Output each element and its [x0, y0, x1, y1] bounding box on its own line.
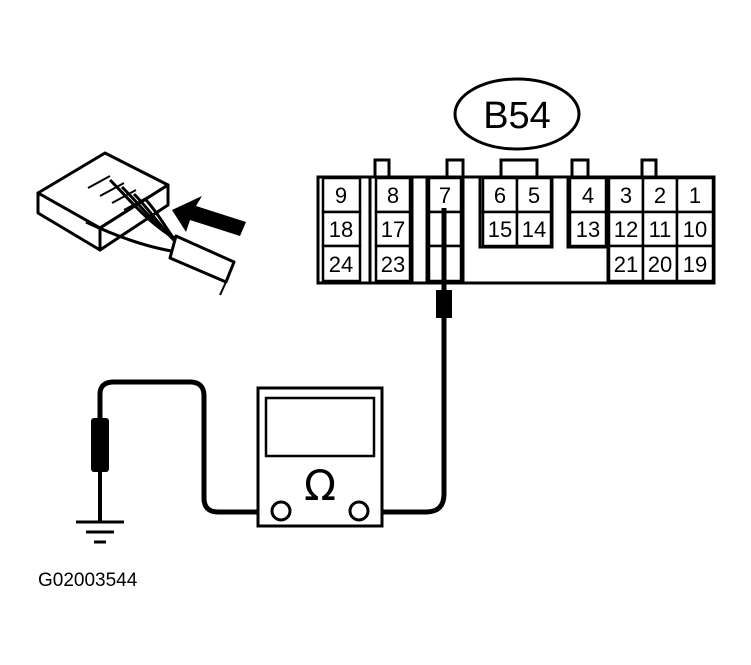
ground-probe	[91, 418, 109, 522]
pin-10: 10	[683, 217, 707, 242]
pin-7: 7	[439, 183, 451, 208]
meter-terminal-right	[348, 500, 370, 522]
figure-id: G02003544	[38, 570, 138, 591]
pin-6: 6	[494, 183, 506, 208]
pin-9: 9	[335, 183, 347, 208]
pin-20: 20	[648, 252, 672, 277]
pin-19: 19	[683, 252, 707, 277]
pin-12: 12	[614, 217, 638, 242]
connector-illustration	[36, 151, 236, 296]
pin-15: 15	[488, 217, 512, 242]
pin-labels: 9 8 7 6 5 4 3 2 1 18 17 15 14 13 12 11 1…	[329, 183, 707, 277]
pin-11: 11	[649, 217, 672, 242]
pin-14: 14	[522, 217, 546, 242]
pin-1: 1	[689, 183, 701, 208]
meter-display	[264, 396, 376, 458]
connector-label: B54	[453, 77, 581, 151]
pin-2: 2	[654, 183, 666, 208]
ground-icon	[76, 520, 124, 544]
pin-13: 13	[576, 217, 600, 242]
pin-8: 8	[387, 183, 399, 208]
pin-17: 17	[381, 217, 405, 242]
pin-21: 21	[614, 252, 638, 277]
pin-5: 5	[528, 183, 540, 208]
connector-label-text: B54	[483, 95, 551, 137]
pin-18: 18	[329, 217, 353, 242]
pin-24: 24	[329, 252, 353, 277]
test-leads	[97, 377, 447, 515]
insertion-arrow-icon	[172, 196, 246, 236]
meter-terminal-left	[270, 500, 292, 522]
pin-23: 23	[381, 252, 405, 277]
probe-pin-7	[436, 208, 452, 380]
pin-grid	[321, 176, 715, 283]
ohmmeter: Ω	[256, 386, 384, 528]
pin-4: 4	[582, 183, 594, 208]
pin-3: 3	[620, 183, 632, 208]
ohm-symbol: Ω	[304, 461, 336, 510]
